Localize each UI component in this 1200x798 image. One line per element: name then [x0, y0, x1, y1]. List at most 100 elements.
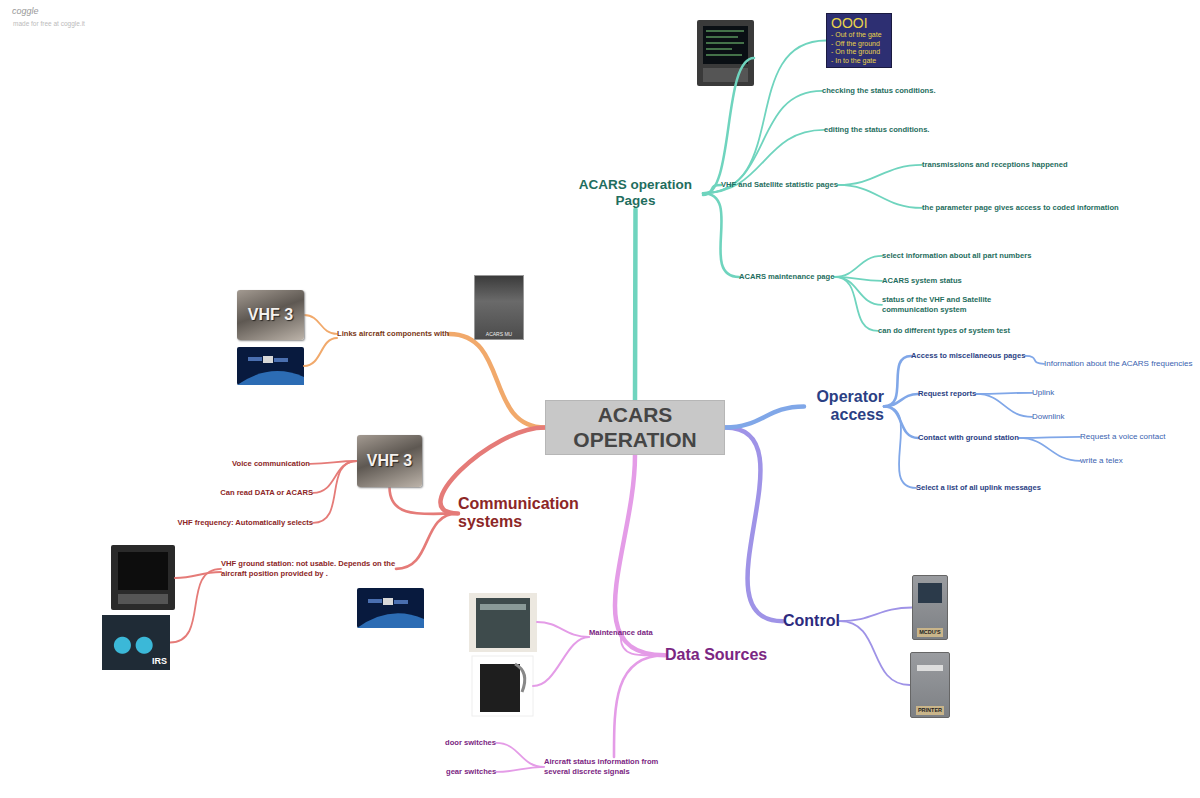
topic-node: Aircraft status information from several… [544, 757, 684, 777]
topic-text: Control [783, 612, 840, 630]
branch-line [396, 513, 458, 568]
branch-line [703, 41, 826, 194]
satellite-image [237, 347, 304, 385]
device-image: MCDU'S [912, 575, 948, 640]
unit-case [476, 598, 530, 648]
topic-text: - Out of the gate [831, 31, 887, 39]
branch-line [170, 569, 221, 643]
earth-arc [237, 371, 304, 385]
topic-node: VHF and Satellite statistic pages [721, 180, 838, 190]
topic-text: ACARS MU [486, 331, 512, 337]
earth-arc [357, 613, 424, 628]
branch-line [884, 356, 911, 406]
branch-line [1019, 438, 1080, 461]
topic-node: Request a voice contact [1080, 432, 1165, 442]
topic-node: Uplink [1032, 388, 1054, 398]
topic-text: Data Sources [665, 646, 767, 664]
computer-screen [118, 552, 168, 590]
topic-text: VHF ground station: not usable. Depends … [221, 559, 396, 579]
device-image: IRS [102, 615, 170, 670]
device-image: VHF 3 [237, 290, 304, 340]
solar-panel [248, 357, 262, 361]
topic-text: Uplink [1032, 388, 1054, 398]
topic-text: Request a voice contact [1080, 432, 1165, 442]
topic-text: PRINTER [916, 706, 944, 715]
topic-node: Information about the ACARS frequencies [1044, 359, 1193, 369]
topic-text: Links aircraft components with [337, 329, 449, 339]
branch-line [840, 608, 912, 622]
topic-node: Contact with ground station [918, 433, 1019, 443]
solar-panel [394, 600, 408, 604]
branch-line [834, 256, 882, 277]
topic-text: Request reports [918, 389, 976, 399]
topic-text: - Off the ground [831, 40, 887, 48]
topic-node: Downlink [1032, 412, 1064, 422]
leader-line [533, 637, 589, 686]
central-topic: ACARS OPERATION [545, 400, 725, 455]
topic-text: IRS [152, 656, 167, 667]
topic-text: Voice communication [232, 459, 310, 469]
topic-text: can do different types of system test [878, 326, 1010, 336]
topic-node: gear switches [446, 767, 496, 777]
topic-text: gear switches [446, 767, 496, 777]
branch-line [976, 394, 1032, 417]
satellite-body [383, 598, 393, 605]
branch-line [703, 91, 822, 193]
computer-image [111, 545, 175, 610]
branch-topic: Control [783, 612, 840, 630]
topic-node: Voice communication [232, 459, 310, 469]
topic-text: write a telex [1080, 456, 1123, 466]
topic-text: the parameter page gives access to coded… [922, 203, 1119, 213]
leader-line [537, 622, 589, 637]
topic-text: Select a list of all uplink messages [916, 483, 1041, 493]
topic-node: the parameter page gives access to coded… [922, 203, 1119, 213]
topic-text: MCDU'S [917, 628, 942, 637]
topic-node: VHF frequency: Automatically selects [177, 518, 313, 528]
branch-line [838, 185, 922, 208]
topic-text: checking the status conditions. [822, 86, 936, 96]
topic-text: transmissions and receptions happened [922, 160, 1068, 170]
branch-line [884, 406, 916, 488]
display-screen [703, 26, 748, 64]
solar-panel [368, 599, 382, 603]
topic-text: Communication systems [458, 495, 593, 532]
topic-text: editing the status conditions. [824, 125, 929, 135]
display-lines [706, 31, 744, 55]
branch-line [615, 455, 665, 655]
topic-node: Links aircraft components with [337, 329, 449, 339]
branch-topic: ACARS operation Pages [568, 177, 703, 209]
branch-line [633, 209, 638, 400]
topic-text: VHF and Satellite statistic pages [721, 180, 838, 190]
topic-text: Information about the ACARS frequencies [1044, 359, 1193, 369]
branch-line [834, 277, 878, 331]
branch-line [703, 193, 739, 277]
topic-text: OOOI [831, 16, 887, 31]
branch-line [496, 743, 544, 767]
topic-text: - In to the gate [831, 57, 887, 65]
leader-line [703, 58, 754, 195]
branch-line [703, 185, 721, 193]
data-unit-image [469, 593, 537, 652]
branch-line [1019, 437, 1080, 438]
topic-text: VHF 3 [248, 305, 293, 324]
oooi-screen: OOOI- Out of the gate- Off the ground- O… [826, 13, 892, 68]
branch-line [304, 315, 337, 334]
topic-text: status of the VHF and Satellite communic… [882, 295, 1007, 315]
data-unit-image [472, 656, 533, 716]
branch-line [840, 621, 910, 685]
topic-text: ACARS OPERATION [550, 403, 720, 451]
topic-node: door switches [445, 738, 496, 748]
topic-text: Operator access [804, 388, 884, 425]
topic-node: can do different types of system test [878, 326, 1010, 336]
space-background [237, 347, 304, 385]
topic-node: transmissions and receptions happened [922, 160, 1068, 170]
leader-line [304, 338, 337, 366]
topic-node: VHF ground station: not usable. Depends … [221, 559, 396, 579]
image-background [472, 656, 533, 716]
leader-line [175, 572, 221, 578]
device-image: PRINTER [910, 652, 950, 718]
branch-line [834, 277, 882, 305]
